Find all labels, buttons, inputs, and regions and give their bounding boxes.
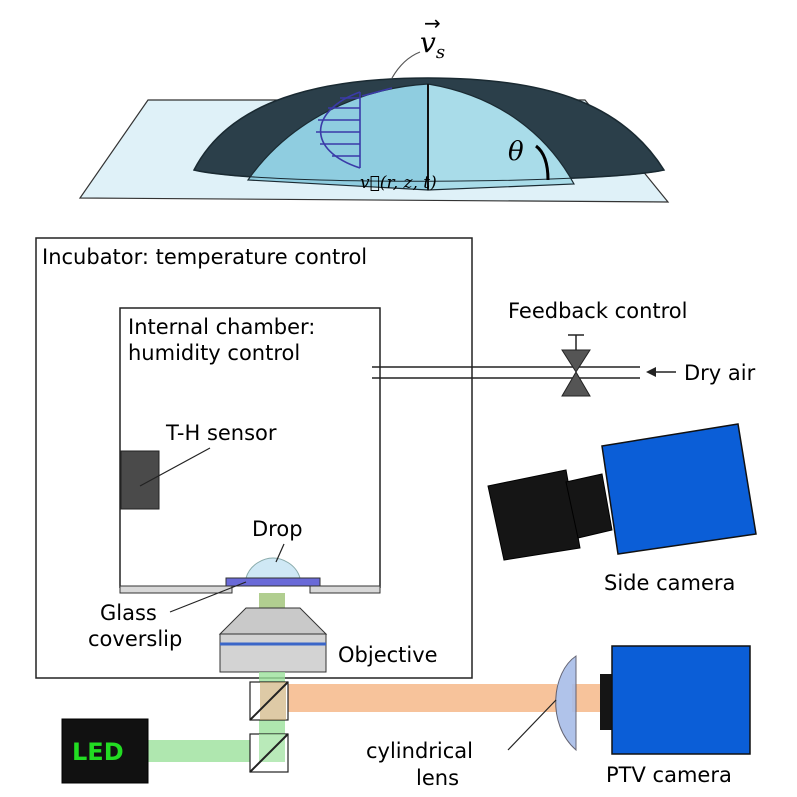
incubator-box [35,237,473,679]
contact-angle-arc [535,144,550,181]
chamber-label-line2: humidity control [128,341,300,365]
internal-chamber-walls [119,307,381,588]
surface-velocity-label: vs [420,26,445,63]
ptv-camera-label: PTV camera [606,763,732,787]
objective-body [219,633,327,673]
th-sensor-box [120,450,160,510]
dry-air-arrowhead [646,367,656,377]
coverslip-label-line1: Glass [100,601,157,625]
led-box [61,718,149,784]
cylindrical-lens [555,655,577,752]
incubator-label: Incubator: temperature control [42,245,367,269]
objective-label: Objective [338,643,438,667]
th-sensor-leader [139,447,211,487]
green-beam-horizontal [148,740,272,762]
lens-label-line1: cylindrical [366,739,473,763]
drop-base-edge [193,169,665,182]
lens-leader [507,699,557,751]
chamber-floor-right [309,585,381,594]
feedback-valve-icon [561,334,591,397]
side-camera-icon [487,423,757,561]
ptv-camera-mount [600,674,612,730]
orange-beam [285,684,557,712]
chamber-floor-left [119,585,233,594]
drop-cutaway-right [427,83,575,191]
setup-schematic: Incubator: temperature control Internal … [35,237,757,790]
drop-cap [245,557,301,579]
dry-air-label: Dry air [684,361,756,385]
lens-label-line2: lens [416,766,459,790]
led-label: LED [72,738,124,766]
upper-beam-splitter [249,681,289,721]
glass-coverslip [225,577,321,587]
drop-label: Drop [252,517,303,541]
velocity-profile [316,87,393,169]
drop-leader [275,543,285,563]
ptv-camera-body [611,645,751,755]
drop-cutaway [246,83,429,191]
surface-velocity-leader [391,51,421,79]
velocity-field-label: v⃗(r, z, t) [360,173,437,193]
orange-beam-to-camera [572,684,602,712]
chamber-label-line1: Internal chamber: [128,315,315,339]
objective-top [218,607,328,635]
th-sensor-label: T-H sensor [165,421,277,445]
feedback-control-label: Feedback control [508,299,687,323]
side-camera-label: Side camera [604,571,735,595]
contact-angle-label: θ [508,137,524,167]
surface-velocity-arrow: → [424,11,441,35]
lower-beam-splitter [249,733,289,773]
coverslip-label-line2: coverslip [88,627,182,651]
drop-schematic: vs → θ v⃗(r, z, t) [78,11,670,203]
coverslip-leader [169,581,247,613]
